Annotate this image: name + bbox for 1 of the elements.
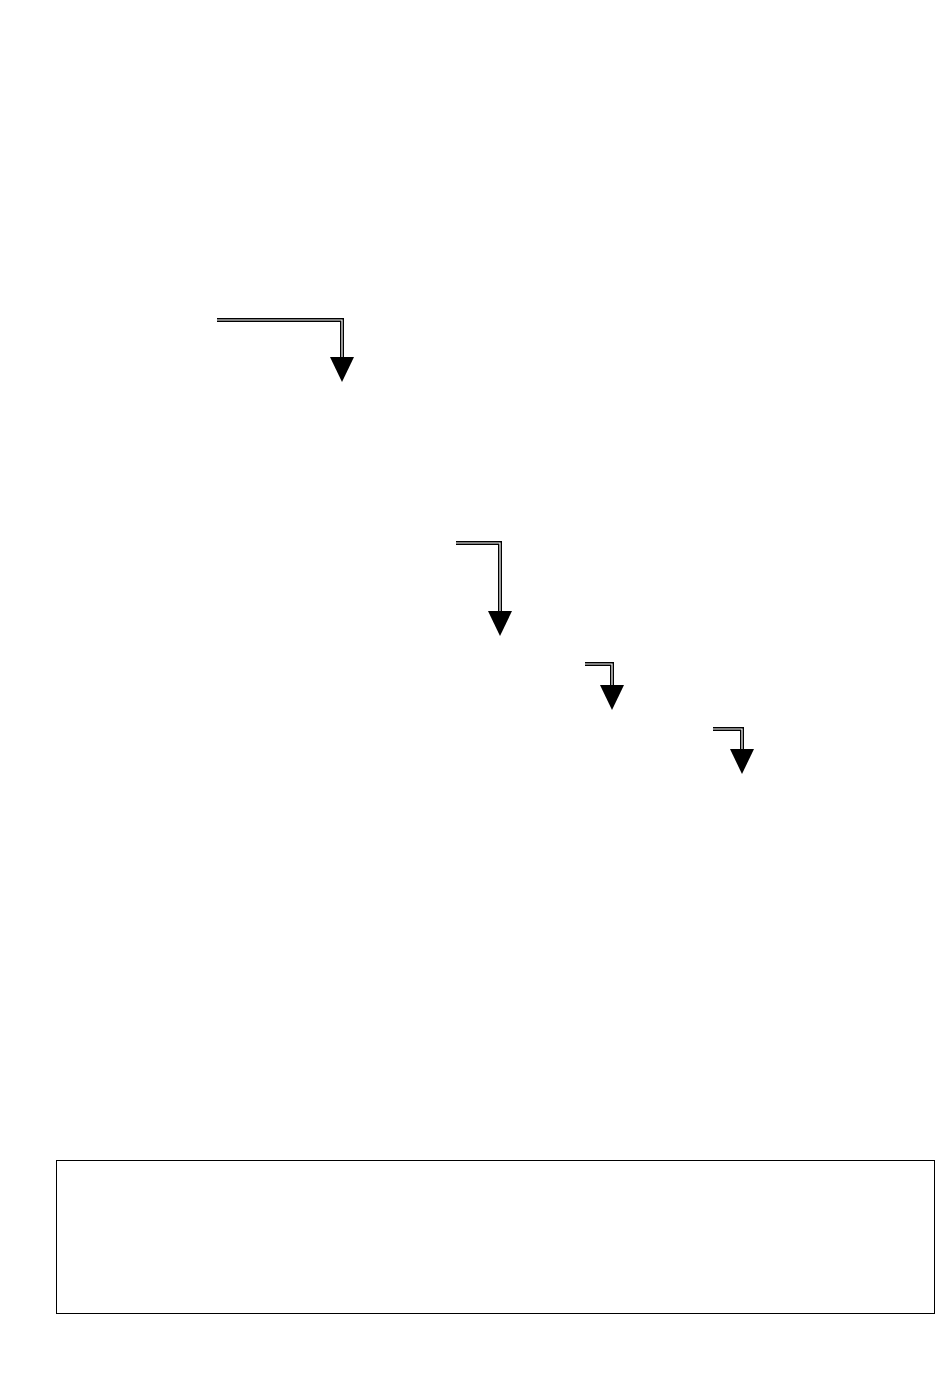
empty-frame	[56, 1160, 935, 1314]
